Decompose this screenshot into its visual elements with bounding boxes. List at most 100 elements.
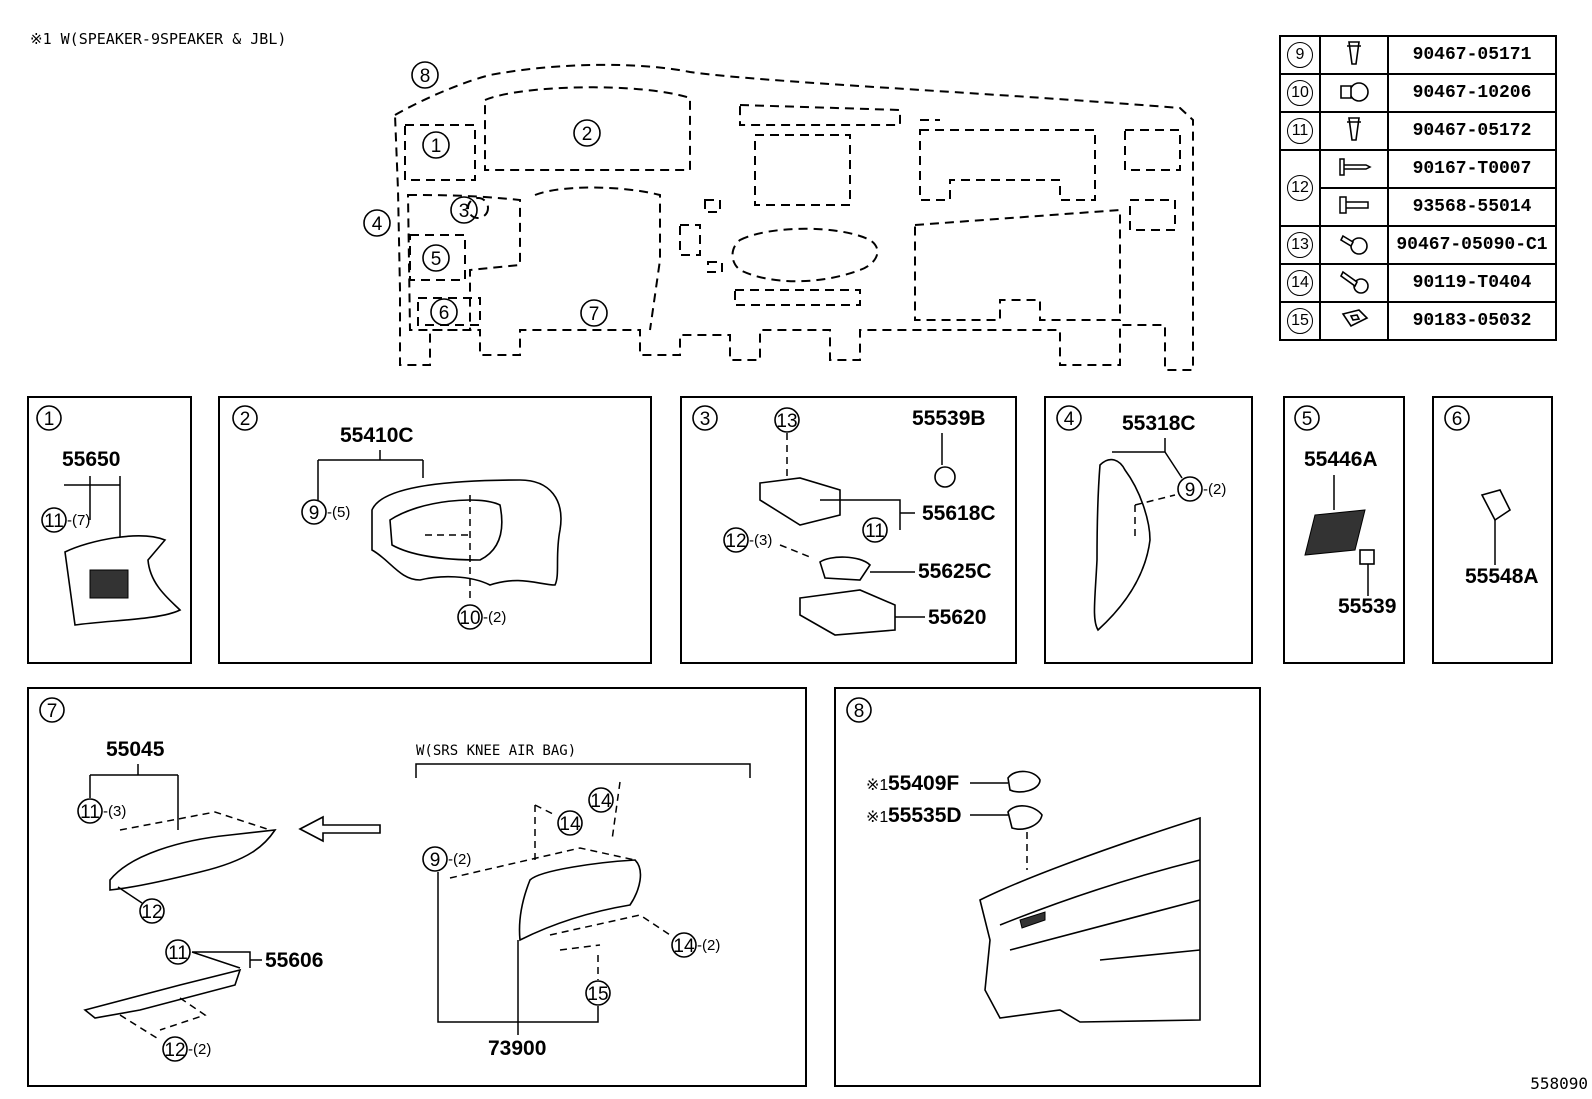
svg-text:-(3): -(3)	[103, 803, 126, 820]
ref-circle: 11	[1287, 118, 1313, 144]
ref-circle: 9	[1287, 42, 1313, 68]
svg-text:2: 2	[582, 124, 593, 145]
svg-text:5: 5	[431, 249, 442, 270]
panel-1-frame	[27, 396, 192, 664]
clip-12-callout-p7a: 12	[139, 898, 165, 924]
clip-11-callout-p3: 11	[862, 517, 888, 543]
svg-text:15: 15	[587, 984, 608, 1005]
direction-arrow	[298, 815, 381, 843]
diagram-code: 558090	[1530, 1074, 1588, 1093]
part-55650-label: 55650	[62, 448, 120, 471]
svg-text:14: 14	[673, 936, 695, 957]
socket-part	[934, 466, 956, 488]
variant-label: W(SRS KNEE AIR BAG)	[416, 743, 576, 759]
knee-panel-part	[109, 829, 277, 891]
push-clip-icon	[1319, 111, 1389, 151]
meter-hood-part	[371, 479, 562, 586]
clip-14-callout-b: 14	[557, 810, 583, 836]
overview-callout-2: 2	[573, 119, 601, 147]
part-number: 90467-05090-C1	[1387, 225, 1557, 265]
panel-4: 4 55318C 9 -(2)	[1056, 405, 1226, 632]
svg-text:3: 3	[459, 201, 470, 222]
u-nut-icon	[1319, 301, 1389, 341]
part-55606-label: 55606	[265, 949, 323, 972]
svg-text:-(2): -(2)	[448, 851, 471, 868]
svg-text:2: 2	[240, 409, 251, 430]
svg-text:11: 11	[168, 943, 188, 964]
svg-text:12: 12	[141, 902, 162, 923]
overview-callout-7: 7	[580, 299, 608, 327]
panel-4-frame	[1044, 396, 1253, 664]
knee-airbag-part	[518, 859, 642, 942]
lower-panel-part	[1093, 458, 1151, 632]
overview-callout-4: 4	[363, 209, 391, 237]
speaker-bracket-part	[1007, 805, 1043, 830]
part-number: 90119-T0404	[1387, 263, 1557, 303]
overview-callout-1: 1	[422, 131, 450, 159]
switch-base-part	[1304, 509, 1366, 556]
svg-text:-(7): -(7)	[67, 512, 90, 529]
panel-7: 7 55045 11 -(3) 12 11 55606 12 -(2) W(SR…	[39, 697, 751, 1062]
clip-11-callout: 11	[41, 507, 67, 533]
bracket-part	[759, 477, 841, 526]
cup-part	[819, 556, 872, 581]
overview-callout-8: 8	[411, 61, 439, 89]
overview-callouts: 8 1 2 3 4 5 6 7	[363, 61, 608, 327]
mark-1-a: ※1	[866, 777, 888, 794]
panel-6: 6 55548A	[1444, 405, 1539, 588]
overview-callout-5: 5	[422, 244, 450, 272]
cover-part	[1480, 489, 1512, 522]
clip-14-callout-a: 14	[588, 787, 614, 813]
switch-part	[1359, 549, 1375, 565]
svg-text:6: 6	[439, 303, 450, 324]
svg-text:10: 10	[459, 608, 480, 629]
svg-text:4: 4	[372, 214, 383, 235]
svg-text:9: 9	[1185, 480, 1196, 501]
part-55539B-label: 55539B	[912, 407, 986, 430]
table-row: 14 90119-T0404	[1279, 263, 1557, 303]
svg-text:3: 3	[700, 409, 711, 430]
part-55618C-label: 55618C	[922, 502, 996, 525]
grommet-clip-icon	[1319, 225, 1389, 265]
part-number: 90467-10206	[1387, 73, 1557, 113]
ref-circle: 12	[1287, 175, 1313, 201]
svg-text:11: 11	[44, 511, 64, 532]
part-number: 90467-05171	[1387, 35, 1557, 75]
svg-text:1: 1	[44, 409, 55, 430]
svg-text:-(5): -(5)	[327, 504, 350, 521]
ref-circle: 14	[1287, 270, 1313, 296]
part-55548A-label: 55548A	[1465, 565, 1539, 588]
vent-grille	[89, 569, 129, 599]
svg-text:11: 11	[80, 802, 100, 823]
svg-text:14: 14	[559, 814, 581, 835]
panel-2-frame	[218, 396, 652, 664]
part-55318C-label: 55318C	[1122, 412, 1196, 435]
panel-7-frame	[27, 687, 807, 1087]
dashboard-top-part	[979, 816, 1201, 1023]
svg-text:9: 9	[309, 503, 320, 524]
clip-11-callout-p7a: 11	[77, 798, 103, 824]
svg-text:-(2): -(2)	[1203, 481, 1226, 498]
part-number: 93568-55014	[1387, 187, 1557, 227]
svg-text:9: 9	[430, 850, 441, 871]
svg-text:13: 13	[776, 411, 797, 432]
panel-3: 3 13 55539B 55618C 11 12 -(3) 55625C 556…	[692, 405, 996, 636]
push-clip-icon	[1319, 35, 1389, 75]
clip-9-callout-p4: 9	[1177, 476, 1203, 502]
ref-circle: 15	[1287, 308, 1313, 334]
part-73900-label: 73900	[488, 1037, 546, 1060]
table-row: 10 90467-10206	[1279, 73, 1557, 113]
svg-text:1: 1	[431, 136, 442, 157]
part-55446A-label: 55446A	[1304, 448, 1378, 471]
washer-bolt-icon	[1319, 263, 1389, 303]
svg-text:7: 7	[47, 701, 58, 722]
table-row: 93568-55014	[1280, 187, 1557, 227]
clip-12-callout-p7b: 12	[162, 1036, 188, 1062]
svg-text:-(3): -(3)	[749, 532, 772, 549]
part-55409F-label: 55409F	[888, 772, 959, 795]
svg-text:6: 6	[1452, 409, 1463, 430]
svg-text:-(2): -(2)	[483, 609, 506, 626]
panel-5: 5 55446A 55539	[1294, 405, 1396, 618]
overview-callout-6: 6	[430, 298, 458, 326]
